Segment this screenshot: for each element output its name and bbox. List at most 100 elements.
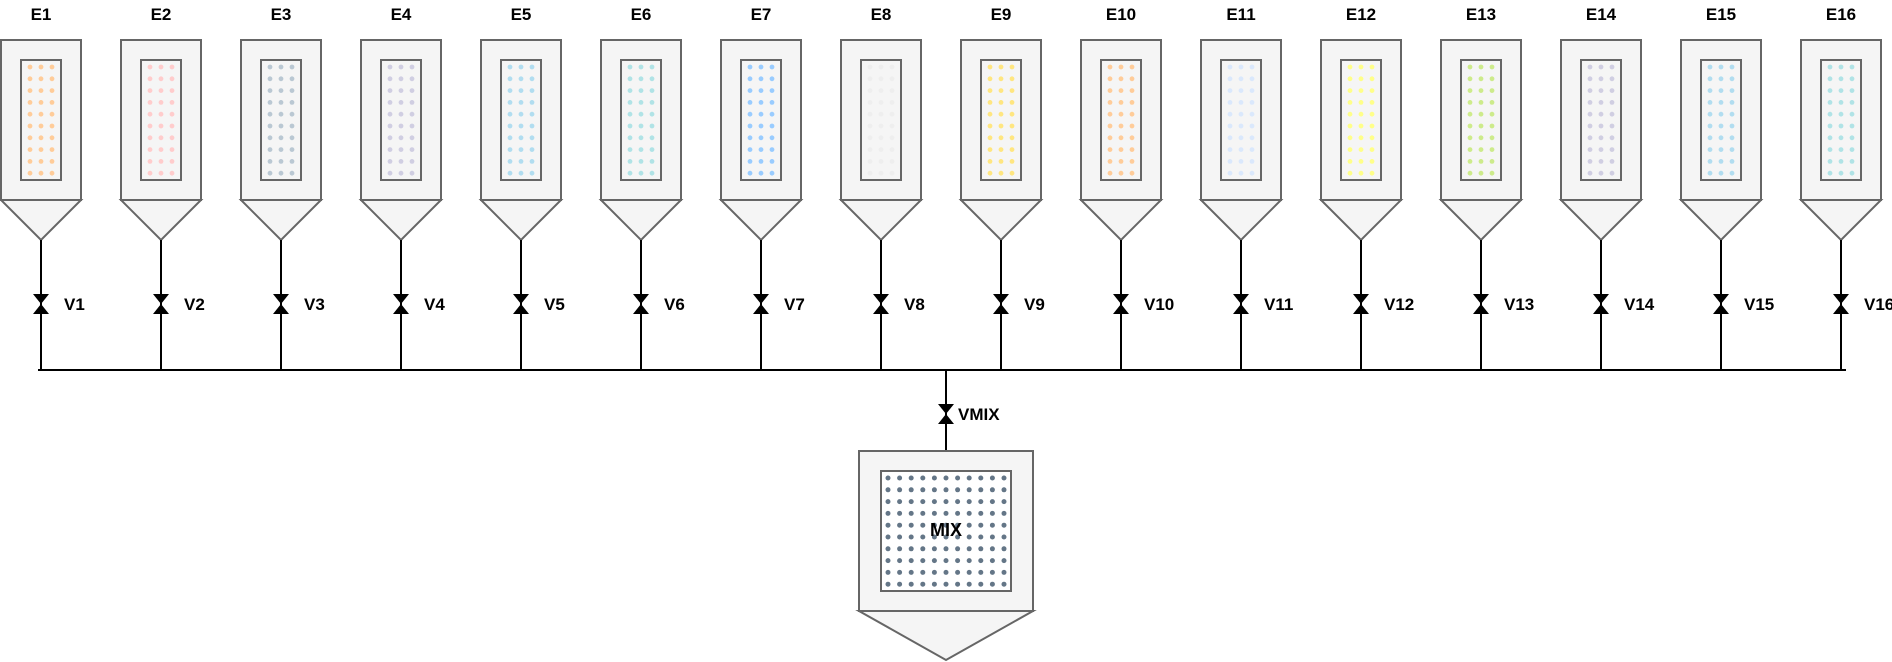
tank-label: E1 bbox=[31, 5, 52, 24]
liquid-dots bbox=[1467, 64, 1495, 176]
liquid-dots bbox=[867, 64, 895, 176]
tank-cone bbox=[1198, 199, 1284, 242]
tank-label: E6 bbox=[631, 5, 652, 24]
valve-label: V13 bbox=[1504, 295, 1534, 314]
tank-cone bbox=[358, 199, 444, 242]
tank-label: E7 bbox=[751, 5, 772, 24]
valve-icon[interactable] bbox=[393, 294, 409, 314]
valve-label: V12 bbox=[1384, 295, 1414, 314]
valve-label: V4 bbox=[424, 295, 445, 314]
tank-label: E2 bbox=[151, 5, 172, 24]
liquid-dots bbox=[987, 64, 1015, 176]
mix-tank-cone bbox=[855, 610, 1037, 662]
tank-label: E12 bbox=[1346, 5, 1376, 24]
mix-liquid-dots bbox=[885, 475, 1007, 587]
valve-label: V6 bbox=[664, 295, 685, 314]
tank-cone bbox=[478, 199, 564, 242]
valve-label: V11 bbox=[1264, 295, 1293, 314]
valve-icon[interactable] bbox=[1113, 294, 1129, 314]
valve-icon[interactable] bbox=[153, 294, 169, 314]
tank-cone bbox=[1078, 199, 1164, 242]
mix-unit-group: VMIX MIX bbox=[855, 370, 1037, 662]
mix-label: MIX bbox=[930, 520, 962, 540]
tank-cone bbox=[1558, 199, 1644, 242]
liquid-dots bbox=[27, 64, 55, 176]
valve-icon[interactable] bbox=[1713, 294, 1729, 314]
tank-label: E5 bbox=[511, 5, 532, 24]
liquid-dots bbox=[1227, 64, 1255, 176]
tank-label: E10 bbox=[1106, 5, 1136, 24]
valve-label: V2 bbox=[184, 295, 205, 314]
liquid-dots bbox=[387, 64, 415, 176]
mix-valve-label: VMIX bbox=[958, 405, 1000, 424]
valve-label: V16 bbox=[1864, 295, 1892, 314]
tank-label: E15 bbox=[1706, 5, 1736, 24]
valve-label: V14 bbox=[1624, 295, 1655, 314]
tank-cone bbox=[1678, 199, 1764, 242]
tank-label: E9 bbox=[991, 5, 1012, 24]
valve-icon[interactable] bbox=[1833, 294, 1849, 314]
valve-icon[interactable] bbox=[33, 294, 49, 314]
valve-icon[interactable] bbox=[1593, 294, 1609, 314]
tank-label: E3 bbox=[271, 5, 292, 24]
tank-label: E16 bbox=[1826, 5, 1856, 24]
tank-label: E8 bbox=[871, 5, 892, 24]
liquid-dots bbox=[1827, 64, 1855, 176]
valve-icon[interactable] bbox=[1353, 294, 1369, 314]
valve-icon[interactable] bbox=[938, 404, 954, 424]
valve-label: V5 bbox=[544, 295, 565, 314]
tank-cone bbox=[958, 199, 1044, 242]
tank-cone bbox=[118, 199, 204, 242]
liquid-dots bbox=[147, 64, 175, 176]
tank-label: E11 bbox=[1226, 5, 1255, 24]
tank-cone bbox=[238, 199, 324, 242]
liquid-dots bbox=[507, 64, 535, 176]
valve-icon[interactable] bbox=[273, 294, 289, 314]
valve-label: V15 bbox=[1744, 295, 1774, 314]
valve-label: V7 bbox=[784, 295, 805, 314]
valve-icon[interactable] bbox=[753, 294, 769, 314]
tank-label: E13 bbox=[1466, 5, 1496, 24]
valve-icon[interactable] bbox=[513, 294, 529, 314]
liquid-dots bbox=[267, 64, 295, 176]
tank-cone bbox=[0, 199, 84, 242]
tank-cone bbox=[598, 199, 684, 242]
liquid-dots bbox=[1587, 64, 1615, 176]
valve-icon[interactable] bbox=[873, 294, 889, 314]
valve-icon[interactable] bbox=[1473, 294, 1489, 314]
tank-cone bbox=[1438, 199, 1524, 242]
valve-icon[interactable] bbox=[993, 294, 1009, 314]
valve-label: V8 bbox=[904, 295, 925, 314]
liquid-dots bbox=[1707, 64, 1735, 176]
liquid-dots bbox=[747, 64, 775, 176]
tank-cone bbox=[718, 199, 804, 242]
tank-cone bbox=[1798, 199, 1884, 242]
valve-icon[interactable] bbox=[1233, 294, 1249, 314]
valve-label: V10 bbox=[1144, 295, 1174, 314]
valve-icon[interactable] bbox=[633, 294, 649, 314]
tank-cone bbox=[1318, 199, 1404, 242]
liquid-dots bbox=[1347, 64, 1375, 176]
tank-label: E14 bbox=[1586, 5, 1617, 24]
valve-label: V3 bbox=[304, 295, 325, 314]
tank-cone bbox=[838, 199, 924, 242]
tank-label: E4 bbox=[391, 5, 412, 24]
valve-label: V9 bbox=[1024, 295, 1045, 314]
